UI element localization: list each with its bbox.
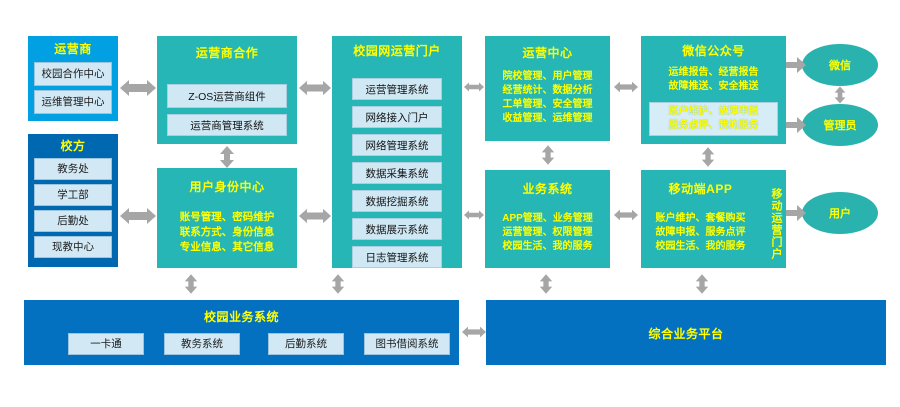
- school-item-0[interactable]: 教务处: [34, 158, 112, 180]
- campus-portal-item-5[interactable]: 数据展示系统: [352, 218, 442, 240]
- arrow-wechat-to-endpoint-wechat: [786, 57, 806, 73]
- endpoint-admin[interactable]: 管理员: [802, 104, 878, 146]
- arrow-wechat-to-mobile-app: [701, 147, 715, 167]
- endpoint-wechat-label: 微信: [829, 60, 851, 72]
- campus-business-item-1[interactable]: 教务系统: [164, 333, 240, 355]
- campus-portal-item-2[interactable]: 网络管理系统: [352, 134, 442, 156]
- school-card: 校方 教务处 学工部 后勤处 现教中心: [28, 134, 118, 267]
- mobile-app-lines: 账户维护、套餐购买 故障申报、服务点评 校园生活、我的服务: [655, 213, 746, 252]
- arrow-coop-to-portal: [299, 80, 331, 96]
- campus-business-item-0[interactable]: 一卡通: [68, 333, 144, 355]
- school-item-1[interactable]: 学工部: [34, 184, 112, 206]
- business-system-title: 业务系统: [522, 182, 573, 196]
- arrow-identity-to-portal: [299, 208, 331, 224]
- arrow-school-to-identity: [120, 208, 156, 224]
- campus-portal-item-3[interactable]: 数据采集系统: [352, 162, 442, 184]
- endpoint-admin-label: 管理员: [823, 120, 857, 132]
- operator-coop-card: 运营商合作 Z-OS运营商组件 运营商管理系统: [157, 36, 297, 144]
- arrow-portal-to-business: [464, 210, 484, 220]
- wechat-title: 微信公众号: [682, 44, 745, 58]
- wechat-card: 微信公众号 运维报告、经营报告 故障推送、安全推送 账户维护、故障申报 服务点评…: [641, 36, 786, 144]
- arrow-coop-to-identity: [220, 146, 234, 168]
- arrow-business-to-integrated-platform: [539, 274, 553, 294]
- arrow-ops-center-to-wechat: [614, 81, 638, 93]
- arrow-mobile-app-to-endpoint-user: [786, 205, 806, 221]
- integrated-platform-title: 综合业务平台: [648, 327, 724, 341]
- arrow-endpoint-wechat-to-admin: [834, 86, 846, 104]
- arrow-portal-to-campus-business: [331, 274, 345, 294]
- ops-center-title: 运营中心: [522, 46, 573, 60]
- arrow-ops-center-to-business: [541, 145, 555, 165]
- arrow-business-to-mobile-app: [614, 209, 638, 221]
- campus-portal-item-1[interactable]: 网络接入门户: [352, 106, 442, 128]
- operator-card: 运营商 校园合作中心 运维管理中心: [28, 36, 118, 121]
- school-item-2[interactable]: 后勤处: [34, 210, 112, 232]
- operator-item-1[interactable]: 运维管理中心: [34, 90, 112, 114]
- campus-business-item-3[interactable]: 图书借阅系统: [364, 333, 450, 355]
- operator-title: 运营商: [54, 42, 92, 56]
- arrow-identity-to-campus-business: [184, 274, 198, 294]
- ops-center-lines: 院校管理、用户管理 经营统计、数据分析 工单管理、安全管理 收益管理、运维管理: [502, 71, 593, 124]
- identity-center-title: 用户身份中心: [189, 180, 265, 194]
- wechat-lines: 运维报告、经营报告 故障推送、安全推送: [668, 67, 759, 92]
- business-system-card: 业务系统 APP管理、业务管理 运营管理、权限管理 校园生活、我的服务: [485, 170, 610, 268]
- ops-center-card: 运营中心 院校管理、用户管理 经营统计、数据分析 工单管理、安全管理 收益管理、…: [485, 36, 610, 141]
- campus-portal-item-6[interactable]: 日志管理系统: [352, 246, 442, 268]
- endpoint-wechat[interactable]: 微信: [802, 44, 878, 86]
- campus-portal-title: 校园网运营门户: [353, 44, 441, 58]
- campus-business-title: 校园业务系统: [203, 310, 279, 324]
- campus-portal-item-0[interactable]: 运营管理系统: [352, 78, 442, 100]
- endpoint-user-label: 用户: [829, 208, 851, 220]
- mobile-app-card: 移动端APP 账户维护、套餐购买 故障申报、服务点评 校园生活、我的服务 移动运…: [641, 170, 786, 268]
- arrow-wechat-to-endpoint-admin: [786, 117, 806, 133]
- business-system-lines: APP管理、业务管理 运营管理、权限管理 校园生活、我的服务: [502, 213, 593, 252]
- arrow-operator-to-coop: [120, 80, 156, 96]
- campus-portal-item-4[interactable]: 数据挖掘系统: [352, 190, 442, 212]
- arrow-mobile-app-to-integrated-platform: [695, 274, 709, 294]
- identity-center-card: 用户身份中心 账号管理、密码维护 联系方式、身份信息 专业信息、其它信息: [157, 168, 297, 268]
- arrow-portal-to-ops-center: [464, 82, 484, 92]
- campus-business-bar: 校园业务系统 一卡通 教务系统 后勤系统 图书借阅系统: [24, 300, 459, 365]
- operator-coop-item-1[interactable]: 运营商管理系统: [167, 114, 287, 136]
- operator-item-0[interactable]: 校园合作中心: [34, 62, 112, 86]
- campus-business-item-2[interactable]: 后勤系统: [268, 333, 344, 355]
- school-title: 校方: [60, 139, 86, 153]
- operator-coop-title: 运营商合作: [195, 46, 259, 60]
- school-item-3[interactable]: 现教中心: [34, 236, 112, 258]
- operator-coop-item-0[interactable]: Z-OS运营商组件: [167, 84, 287, 108]
- campus-portal-card: 校园网运营门户 运营管理系统 网络接入门户 网络管理系统 数据采集系统 数据挖掘…: [332, 36, 462, 268]
- mobile-portal-vertical-label: 移动运营门户: [770, 188, 782, 260]
- arrow-campus-business-to-integrated-platform: [462, 326, 486, 338]
- integrated-platform-bar: 综合业务平台: [486, 300, 886, 365]
- mobile-app-title: 移动端APP: [668, 182, 733, 196]
- wechat-highlight-panel[interactable]: 账户维护、故障申报 服务点评、我的服务: [649, 102, 778, 136]
- identity-center-lines: 账号管理、密码维护 联系方式、身份信息 专业信息、其它信息: [179, 211, 275, 253]
- endpoint-user[interactable]: 用户: [802, 192, 878, 234]
